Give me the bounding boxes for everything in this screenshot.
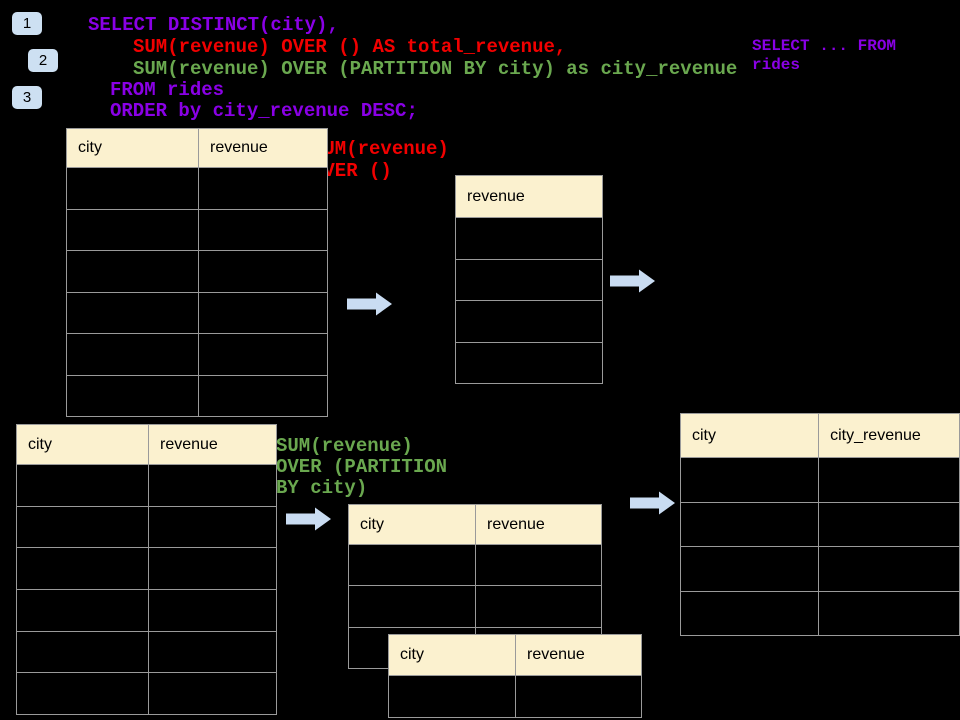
- sql-line-from: FROM rides: [110, 79, 225, 101]
- table-cell: [148, 464, 277, 507]
- table-row: [348, 585, 602, 628]
- table-result-city-revenue: city city_revenue: [679, 413, 960, 636]
- table-source-bottom: city revenue: [16, 424, 277, 716]
- column-header-city: city: [679, 413, 820, 458]
- step-badge-1: 1: [12, 12, 42, 35]
- table-row: [388, 675, 642, 718]
- table-row: [66, 167, 328, 210]
- table-row: [679, 501, 960, 547]
- table-cell: [16, 464, 149, 507]
- table-cell: [679, 590, 820, 636]
- column-header-city: city: [348, 504, 476, 545]
- table-cell: [198, 333, 328, 376]
- table-cell: [198, 167, 328, 210]
- flow-arrow-icon: [630, 491, 675, 515]
- table-cell: [818, 546, 960, 592]
- table-cell: [148, 547, 277, 591]
- table-cell: [148, 589, 277, 632]
- table-row: [66, 374, 328, 417]
- table-row: [16, 630, 277, 674]
- table-row: [66, 333, 328, 376]
- table-cell: [66, 250, 199, 293]
- sql-line-select: SELECT DISTINCT(city),: [88, 14, 339, 36]
- table-cell: [679, 546, 820, 592]
- column-header-city: city: [388, 634, 516, 676]
- table-cell: [66, 291, 199, 334]
- flow-arrow-icon: [347, 292, 392, 316]
- step-badge-2: 2: [28, 49, 58, 72]
- table-source-top: city revenue: [66, 128, 328, 417]
- table-row: [455, 258, 603, 301]
- table-row: [348, 543, 602, 587]
- table-row: [455, 341, 603, 384]
- flow-arrow-icon: [286, 507, 331, 531]
- table-cell: [679, 457, 820, 503]
- table-row: [455, 300, 603, 343]
- table-cell: [348, 543, 476, 587]
- annotation-outer-query: SELECT ... FROM rides: [752, 37, 897, 74]
- step-badge-3: 3: [12, 86, 42, 109]
- table-row: [16, 464, 277, 507]
- table-cell: [198, 374, 328, 417]
- table-row: [679, 590, 960, 636]
- table-cell: [16, 672, 149, 716]
- column-header-revenue: revenue: [455, 175, 603, 218]
- table-cell: [818, 457, 960, 503]
- annotation-window-partition: SUM(revenue) OVER (PARTITION BY city): [276, 435, 448, 499]
- table-row: [66, 291, 328, 334]
- table-cell: [198, 208, 328, 251]
- column-header-revenue: revenue: [515, 634, 642, 676]
- table-row: [679, 546, 960, 592]
- column-header-revenue: revenue: [148, 424, 277, 465]
- table-cell: [16, 589, 149, 632]
- table-cell: [148, 630, 277, 674]
- table-cell: [66, 333, 199, 376]
- sql-line-window-partition: SUM(revenue) OVER (PARTITION BY city) as…: [133, 58, 738, 80]
- column-header-revenue: revenue: [475, 504, 602, 545]
- flow-arrow-icon: [610, 269, 655, 293]
- table-cell: [66, 374, 199, 417]
- table-cell: [475, 585, 602, 628]
- sql-line-order-by: ORDER by city_revenue DESC;: [110, 100, 418, 122]
- table-row: [679, 457, 960, 503]
- table-cell: [455, 217, 603, 260]
- table-row: [66, 208, 328, 251]
- table-row: [455, 217, 603, 260]
- table-cell: [16, 547, 149, 591]
- table-cell: [818, 501, 960, 547]
- annotation-window-total: SUM(revenue) OVER (): [312, 138, 449, 182]
- column-header-city: city: [66, 128, 199, 168]
- table-row: [66, 250, 328, 293]
- table-cell: [66, 208, 199, 251]
- table-cell: [515, 675, 642, 718]
- table-cell: [818, 590, 960, 636]
- sql-line-window-total: SUM(revenue) OVER () AS total_revenue,: [133, 36, 567, 58]
- column-header-city: city: [16, 424, 149, 465]
- table-cell: [148, 505, 277, 549]
- table-cell: [198, 291, 328, 334]
- table-row: [16, 672, 277, 716]
- column-header-city-revenue: city_revenue: [818, 413, 960, 458]
- table-cell: [16, 630, 149, 674]
- table-row: [16, 505, 277, 549]
- table-cell: [198, 250, 328, 293]
- table-total-revenue: revenue: [455, 175, 603, 384]
- table-cell: [16, 505, 149, 549]
- table-cell: [679, 501, 820, 547]
- table-row: [16, 589, 277, 632]
- table-row: [16, 547, 277, 591]
- table-cell: [455, 341, 603, 384]
- table-cell: [148, 672, 277, 716]
- table-partition-front: city revenue: [388, 634, 642, 718]
- table-cell: [455, 300, 603, 343]
- column-header-revenue: revenue: [198, 128, 328, 168]
- table-cell: [66, 167, 199, 210]
- table-cell: [455, 258, 603, 301]
- table-cell: [475, 543, 602, 587]
- table-cell: [348, 585, 476, 628]
- table-cell: [388, 675, 516, 718]
